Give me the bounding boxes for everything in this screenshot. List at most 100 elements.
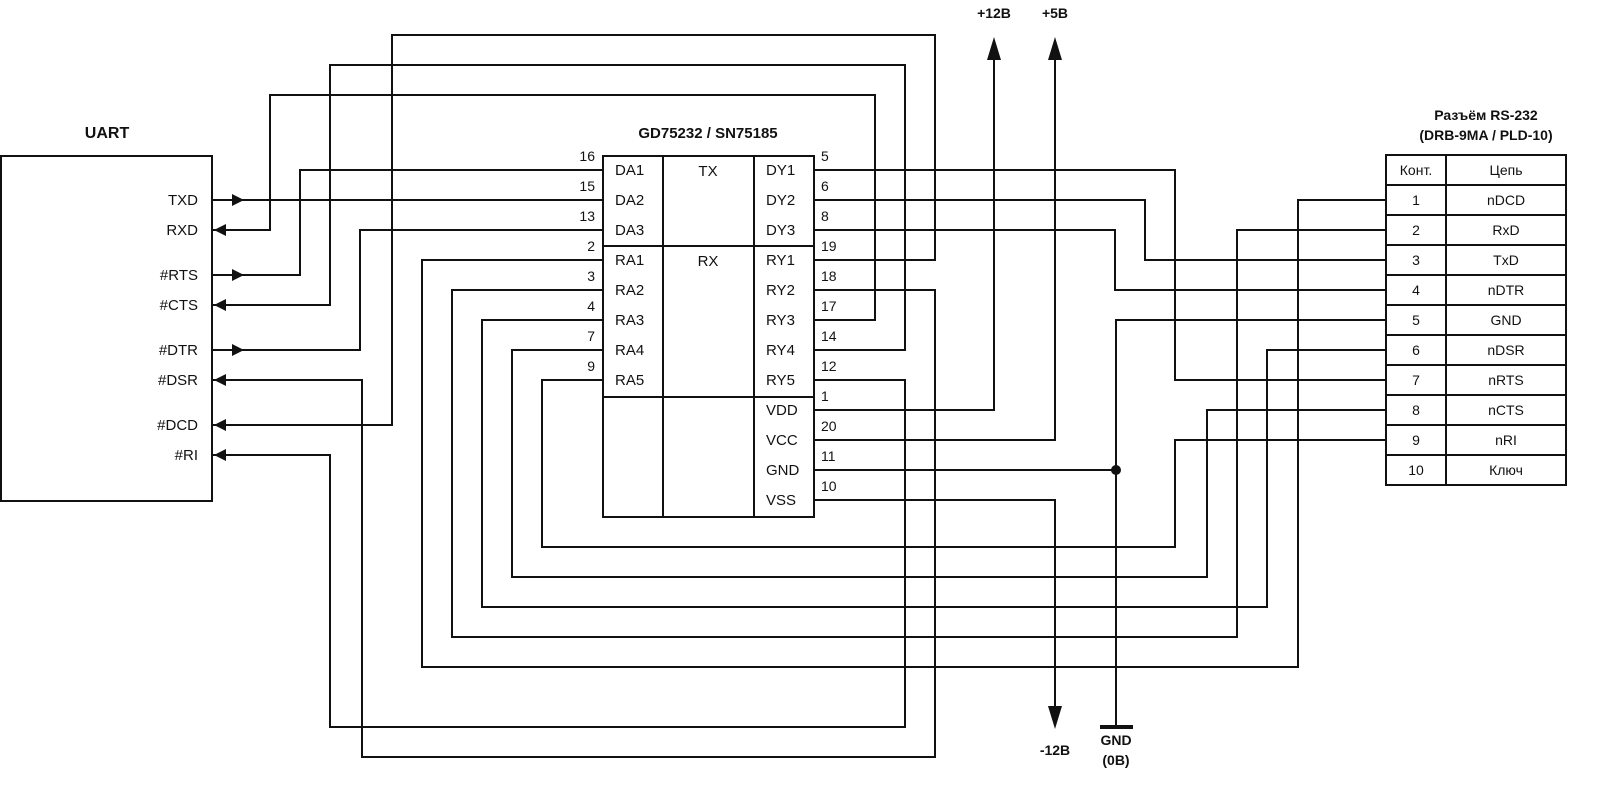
input-arrow-icon (214, 374, 226, 386)
chip-pin-ry3: RY3 (766, 312, 795, 329)
table-row (1385, 304, 1567, 336)
wire-chip-ry4-to-uart-cts (212, 64, 906, 351)
chip-pin-number: 9 (587, 358, 595, 374)
chip-pin-dy3: DY3 (766, 222, 795, 239)
wire-chip-dy1-to-connector-7 (814, 169, 1386, 381)
wire-chip-ry3-to-uart-rxd (212, 94, 876, 321)
uart-title: UART (85, 125, 130, 142)
connector-pin-number: 4 (1412, 282, 1420, 298)
wire-uart-rts-to-chip-da1 (212, 169, 603, 276)
uart-pin-label: #CTS (160, 297, 198, 314)
table-row (1385, 334, 1567, 366)
chip-pin-ry5: RY5 (766, 372, 795, 389)
chip-pin-number: 4 (587, 298, 595, 314)
uart-box (0, 155, 213, 502)
connector-pin-number: 9 (1412, 432, 1420, 448)
chip-pin-ry2: RY2 (766, 282, 795, 299)
connector-signal-name: RxD (1492, 222, 1519, 238)
connector-subtitle: (DRB-9MA / PLD-10) (1419, 127, 1552, 143)
table-row (1385, 364, 1567, 396)
wire-chip-vcc-to-power-5b (814, 58, 1056, 441)
connector-title: Разъём RS-232 (1434, 107, 1538, 123)
chip-pin-number: 1 (821, 388, 829, 404)
chip-pin-dy2: DY2 (766, 192, 795, 209)
plus5v-label: +5B (1042, 5, 1068, 21)
chip-pin-number: 7 (587, 328, 595, 344)
chip-block: GD75232 / SN75185 TX RX DA116DA215DA313R… (579, 125, 837, 518)
uart-pin-label: RXD (166, 222, 198, 239)
connector-pin-number: 5 (1412, 312, 1420, 328)
chip-pin-number: 2 (587, 238, 595, 254)
connector-signal-name: GND (1490, 312, 1521, 328)
wire-chip-ry2-to-uart-dsr (212, 289, 936, 758)
chip-pin-number: 10 (821, 478, 837, 494)
chip-pin-da3: DA3 (615, 222, 644, 239)
chip-pin-number: 19 (821, 238, 837, 254)
wire-connector-2-to-chip-ra2 (451, 229, 1386, 638)
uart-pin-label: #RI (175, 447, 198, 464)
output-arrow-icon (232, 344, 244, 356)
chip-pin-ra2: RA2 (615, 282, 644, 299)
connector-signal-name: nCTS (1488, 402, 1524, 418)
input-arrow-icon (214, 224, 226, 236)
plus12v-arrow-icon (987, 37, 1001, 60)
table-header-row (1385, 154, 1567, 186)
plus5v-arrow-icon (1048, 37, 1062, 60)
wire-chip-vdd-to-power-12b (814, 58, 995, 411)
chip-pin-dy1: DY1 (766, 162, 795, 179)
chip-pin-ra1: RA1 (615, 252, 644, 269)
chip-tx-label: TX (698, 163, 717, 180)
chip-pin-gnd: GND (766, 462, 800, 479)
rs232-connector: Разъём RS-232 (DRB-9MA / PLD-10) Конт.Це… (1385, 107, 1567, 486)
uart-pin-label: #DCD (157, 417, 198, 434)
chip-pin-number: 20 (821, 418, 837, 434)
chip-pin-number: 12 (821, 358, 837, 374)
chip-pin-da2: DA2 (615, 192, 644, 209)
chip-pin-ry4: RY4 (766, 342, 795, 359)
wire-chip-vss-to-power-12b (814, 499, 1056, 708)
chip-pin-number: 14 (821, 328, 837, 344)
gnd-sub-label: (0B) (1102, 752, 1129, 768)
connector-signal-name: nRI (1495, 432, 1517, 448)
chip-pin-number: 8 (821, 208, 829, 224)
table-row (1385, 424, 1567, 456)
connector-pin-number: 2 (1412, 222, 1420, 238)
table-header-signal: Цепь (1489, 162, 1522, 178)
connector-signal-name: nDCD (1487, 192, 1525, 208)
input-arrow-icon (214, 419, 226, 431)
output-arrow-icon (232, 194, 244, 206)
chip-pin-vcc: VCC (766, 432, 798, 449)
wire-connector-6-to-chip-ra3 (481, 319, 1386, 608)
table-row (1385, 214, 1567, 246)
chip-pin-ra3: RA3 (615, 312, 644, 329)
junction-dot-icon (1111, 465, 1121, 475)
table-row (1385, 394, 1567, 426)
chip-box (602, 155, 815, 518)
chip-rx-label: RX (698, 253, 719, 270)
chip-pin-number: 5 (821, 148, 829, 164)
connector-pin-number: 6 (1412, 342, 1420, 358)
wires-layer (212, 34, 1386, 758)
chip-pin-number: 6 (821, 178, 829, 194)
chip-pin-number: 15 (579, 178, 595, 194)
wire-connector-1-to-chip-ra1 (421, 199, 1386, 668)
wire-chip-dy2-to-connector-3 (814, 199, 1386, 261)
uart-pin-label: #DSR (158, 372, 198, 389)
wire-chip-gnd-to-connector-5 (814, 319, 1386, 471)
chip-pin-number: 13 (579, 208, 595, 224)
uart-pin-label: #RTS (160, 267, 198, 284)
chip-pin-vdd: VDD (766, 402, 798, 419)
input-arrow-icon (214, 299, 226, 311)
wire-chip-ry5-to-uart-ri (212, 379, 906, 728)
chip-pin-vss: VSS (766, 492, 796, 509)
chip-title: GD75232 / SN75185 (638, 125, 777, 142)
connector-pin-number: 3 (1412, 252, 1420, 268)
chip-pin-number: 11 (821, 448, 836, 464)
connector-signal-name: nDSR (1487, 342, 1524, 358)
input-arrow-icon (214, 449, 226, 461)
chip-pin-ra4: RA4 (615, 342, 644, 359)
minus12v-arrow-icon (1048, 706, 1062, 729)
chip-pin-number: 16 (579, 148, 595, 164)
